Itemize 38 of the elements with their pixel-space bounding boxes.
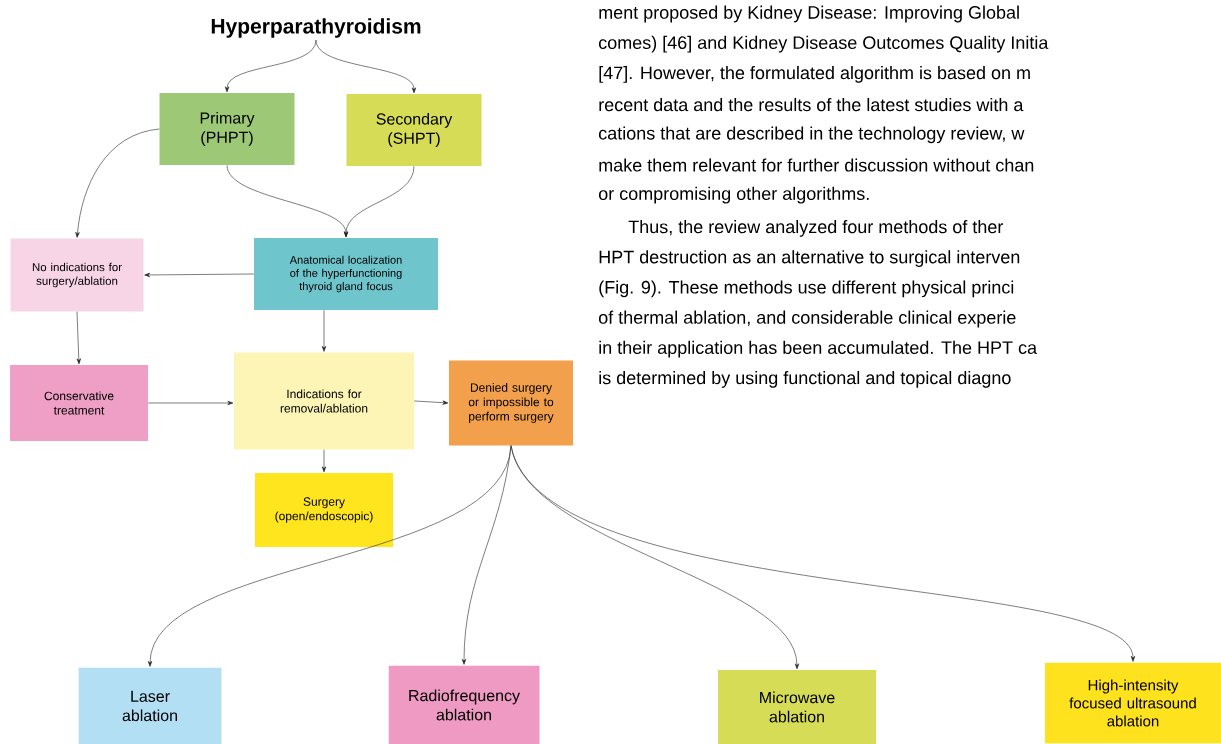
arrow [321,449,327,473]
text-line: comes) [46] and Kidney Disease Outcomes Quality Initia [599,35,1049,53]
arrow [147,400,234,406]
text-line: is determined by using functional and topical diagno [599,371,1011,388]
arrow [144,272,255,278]
arrow [315,39,417,94]
flow-box: Secondary (SHPT) [346,94,482,166]
flow-box: Surgery (open/endoscopic) [255,473,393,547]
text-line: (Fig. 9). These methods use different physical princi [599,280,1014,298]
arrow [224,39,317,93]
arrow [510,445,1136,662]
arrow [321,309,327,352]
arrow [461,445,512,665]
arrow [75,128,160,238]
arrow [343,165,415,238]
flow-box: Microwave ablation [718,670,876,744]
text-line: cations that are described in the technology review, w [599,126,1025,144]
arrow [76,311,81,365]
text-line: make them relevant for further discussion without chan [599,158,1034,172]
text-line: in their application has been accumulated. The HPT ca [599,340,1038,358]
text-line: HPT destruction as an alternative to surgical interven [599,250,1020,267]
flow-box: Radiofrequency ablation [388,665,540,744]
text-line: ment proposed by Kidney Disease: Improving Global [599,5,1019,23]
text-line: or compromising other algorithms. [598,186,869,204]
flow-box: Denied surgery or impossible to perform surgery [449,360,573,446]
flow-box: Primary (PHPT) [159,93,295,165]
flow-box: Laser ablation [78,667,222,744]
text-line: [47]. However, the formulated algorithm is based on m [599,66,1030,83]
title: Hyperparathyroidism [211,18,421,38]
flow-box: Conservative treatment [10,365,148,441]
flow-box: High-intensity focused ultrasound ablation [1045,662,1221,744]
flow-box: Anatomical localization of the hyperfunctioning thyroid gland focus [254,238,438,310]
text-line: of thermal ablation, and considerable clinical experie [598,310,1016,328]
flow-box: No indications for surgery/ablation [10,238,144,312]
arrow [413,400,449,405]
text-line: recent data and the results of the latest studies with a [599,98,1024,112]
text-line: Thus, the review analyzed four methods of ther [628,220,1004,237]
flow-box: Indications for removal/ablation [234,352,414,450]
